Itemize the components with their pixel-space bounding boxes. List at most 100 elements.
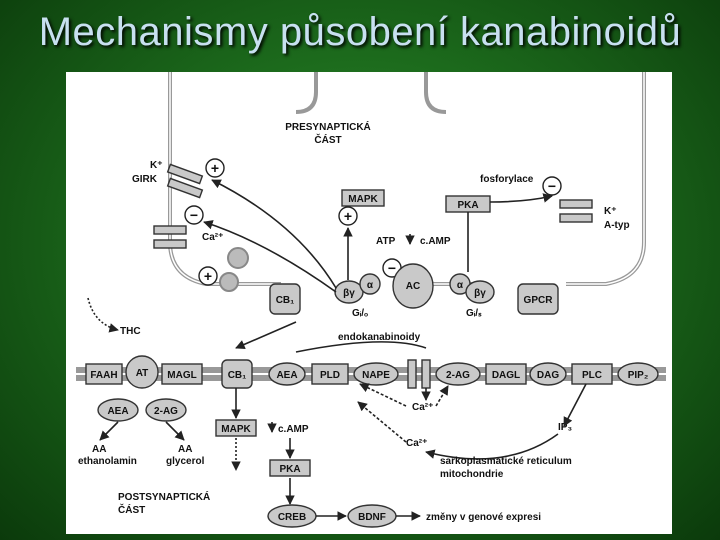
glycerol-label: glycerol — [166, 456, 205, 467]
fosforylace-minus-sign: − — [548, 178, 556, 194]
beta-gamma-1-label: βγ — [343, 288, 355, 299]
postsynaptic-label-line1: POSTSYNAPTICKÁ — [118, 490, 210, 503]
ca-minus-circle — [184, 205, 204, 225]
ca-inhibition-arrow — [203, 220, 337, 293]
k-girk-label-2: GIRK — [132, 174, 158, 185]
at-label: AT — [136, 368, 149, 379]
mapk-pre-label: MAPK — [348, 194, 378, 205]
vesicle-1 — [227, 247, 249, 269]
mapk-plus-sign: + — [344, 208, 352, 224]
nape-label: NAPE — [362, 370, 390, 381]
creb-label: CREB — [278, 512, 306, 523]
dag-label: DAG — [537, 370, 559, 381]
alpha-1-shape — [359, 273, 381, 295]
cb1-post-label: CB₁ — [228, 370, 247, 381]
camp-post-label: c.AMP — [278, 424, 309, 435]
sarko-label-1: sarkoplasmatické reticulum — [440, 456, 572, 467]
thc-arrow — [87, 297, 119, 333]
ca-nape-arrow — [359, 383, 407, 407]
fosforylace-label: fosforylace — [480, 174, 534, 185]
postsynaptic-label-line2: ČÁST — [118, 503, 145, 516]
pld-box — [311, 363, 349, 385]
aea-post-label: AEA — [276, 370, 297, 381]
mapk-post-label: MAPK — [221, 424, 251, 435]
faah-label: FAAH — [90, 370, 117, 381]
gene-expression-label: změny v genové expresi — [426, 512, 541, 523]
two-ag-post-label: 2-AG — [446, 370, 470, 381]
magl-box — [161, 363, 203, 385]
aea-deg-label: AEA — [107, 406, 128, 417]
ac-shape — [392, 263, 434, 309]
k-atype-label-1: K⁺ — [604, 206, 617, 217]
presynaptic-label-line2: ČÁST — [314, 133, 341, 146]
plc-box — [571, 363, 613, 385]
aa-1-label: AA — [92, 444, 106, 455]
girk-activation-arrow — [211, 179, 337, 289]
pka-post-box — [269, 459, 311, 477]
k-girk-label-1: K⁺ — [150, 160, 163, 171]
pip2-shape — [617, 362, 659, 386]
vesicle-plus-sign: + — [204, 268, 212, 284]
gio-label: Gᵢ/ₒ — [352, 308, 368, 319]
pip2-label: PIP₂ — [628, 370, 649, 381]
alpha-2-label: α — [457, 280, 464, 291]
dag-shape — [529, 362, 567, 386]
aea-deg-shape — [97, 398, 139, 422]
ca-mid-label: Ca²⁺ — [412, 402, 433, 413]
sarko-label-2: mitochondrie — [440, 469, 504, 480]
ca-pore-right — [421, 359, 431, 389]
ethanolamin-label: ethanolamin — [78, 456, 137, 467]
cannabinoid-diagram: PRESYNAPTICKÁ ČÁST K⁺ GIRK + − Ca²⁺ + MA… — [76, 72, 666, 528]
girk-plus-sign: + — [211, 160, 219, 176]
mapk-plus-circle — [338, 206, 358, 226]
camp-pre-label: c.AMP — [420, 236, 451, 247]
ca-channel-label: Ca²⁺ — [202, 232, 223, 243]
ca-low-arrow — [357, 401, 407, 443]
cb1-pre-label: CB₁ — [276, 295, 295, 306]
cb1-post-box — [221, 359, 253, 389]
ca-pore-left — [407, 359, 417, 389]
ca-minus-sign: − — [190, 207, 198, 223]
two-ag-post-shape — [435, 362, 481, 386]
two-ag-deg-shape — [145, 398, 187, 422]
endo-curve — [295, 341, 427, 353]
magl-label: MAGL — [167, 370, 196, 381]
dagl-label: DAGL — [492, 370, 520, 381]
vesicle-plus-circle — [198, 266, 218, 286]
dagl-box — [485, 363, 527, 385]
vesicle-2 — [219, 272, 239, 292]
k-atype-label-2: A-typ — [604, 220, 630, 231]
aa-2-label: AA — [178, 444, 192, 455]
girk-plus-circle — [205, 158, 225, 178]
ca-low-label: Ca²⁺ — [406, 438, 427, 449]
mapk-pre-box — [341, 189, 385, 207]
mapk-post-box — [215, 419, 257, 437]
atp-label: ATP — [376, 236, 396, 247]
presynaptic-label-line1: PRESYNAPTICKÁ — [285, 120, 371, 133]
ip3-label: IP₃ — [558, 422, 572, 433]
girk-channel — [166, 163, 204, 199]
plc-label: PLC — [582, 370, 602, 381]
two-ag-deg-label: 2-AG — [154, 406, 178, 417]
k-atype-channel — [559, 199, 593, 223]
nape-shape — [353, 362, 399, 386]
aea-post-shape — [268, 362, 306, 386]
aea-deg-arrow — [99, 421, 119, 441]
pld-label: PLD — [320, 370, 340, 381]
diagram-panel: PRESYNAPTICKÁ ČÁST K⁺ GIRK + − Ca²⁺ + MA… — [66, 72, 672, 534]
beta-gamma-2-label: βγ — [474, 288, 486, 299]
slide-title: Mechanismy působení kanabinoidů — [38, 10, 682, 54]
pka-k-arrow — [489, 193, 553, 203]
endo-thc-arrow — [235, 321, 297, 349]
thc-label: THC — [120, 326, 141, 337]
at-shape — [125, 355, 159, 389]
ip3-arrow — [563, 383, 587, 427]
alpha-1-label: α — [367, 280, 374, 291]
gpcr-label: GPCR — [524, 295, 554, 306]
cb1-pre-box — [269, 283, 301, 315]
gpcr-box — [517, 283, 559, 315]
presynaptic-neck — [295, 72, 447, 114]
gqs-label: Gᵢ/ₛ — [466, 308, 482, 319]
endokanabinoidy-label: endokanabinoidy — [338, 332, 421, 343]
ac-minus-sign: − — [388, 260, 396, 276]
